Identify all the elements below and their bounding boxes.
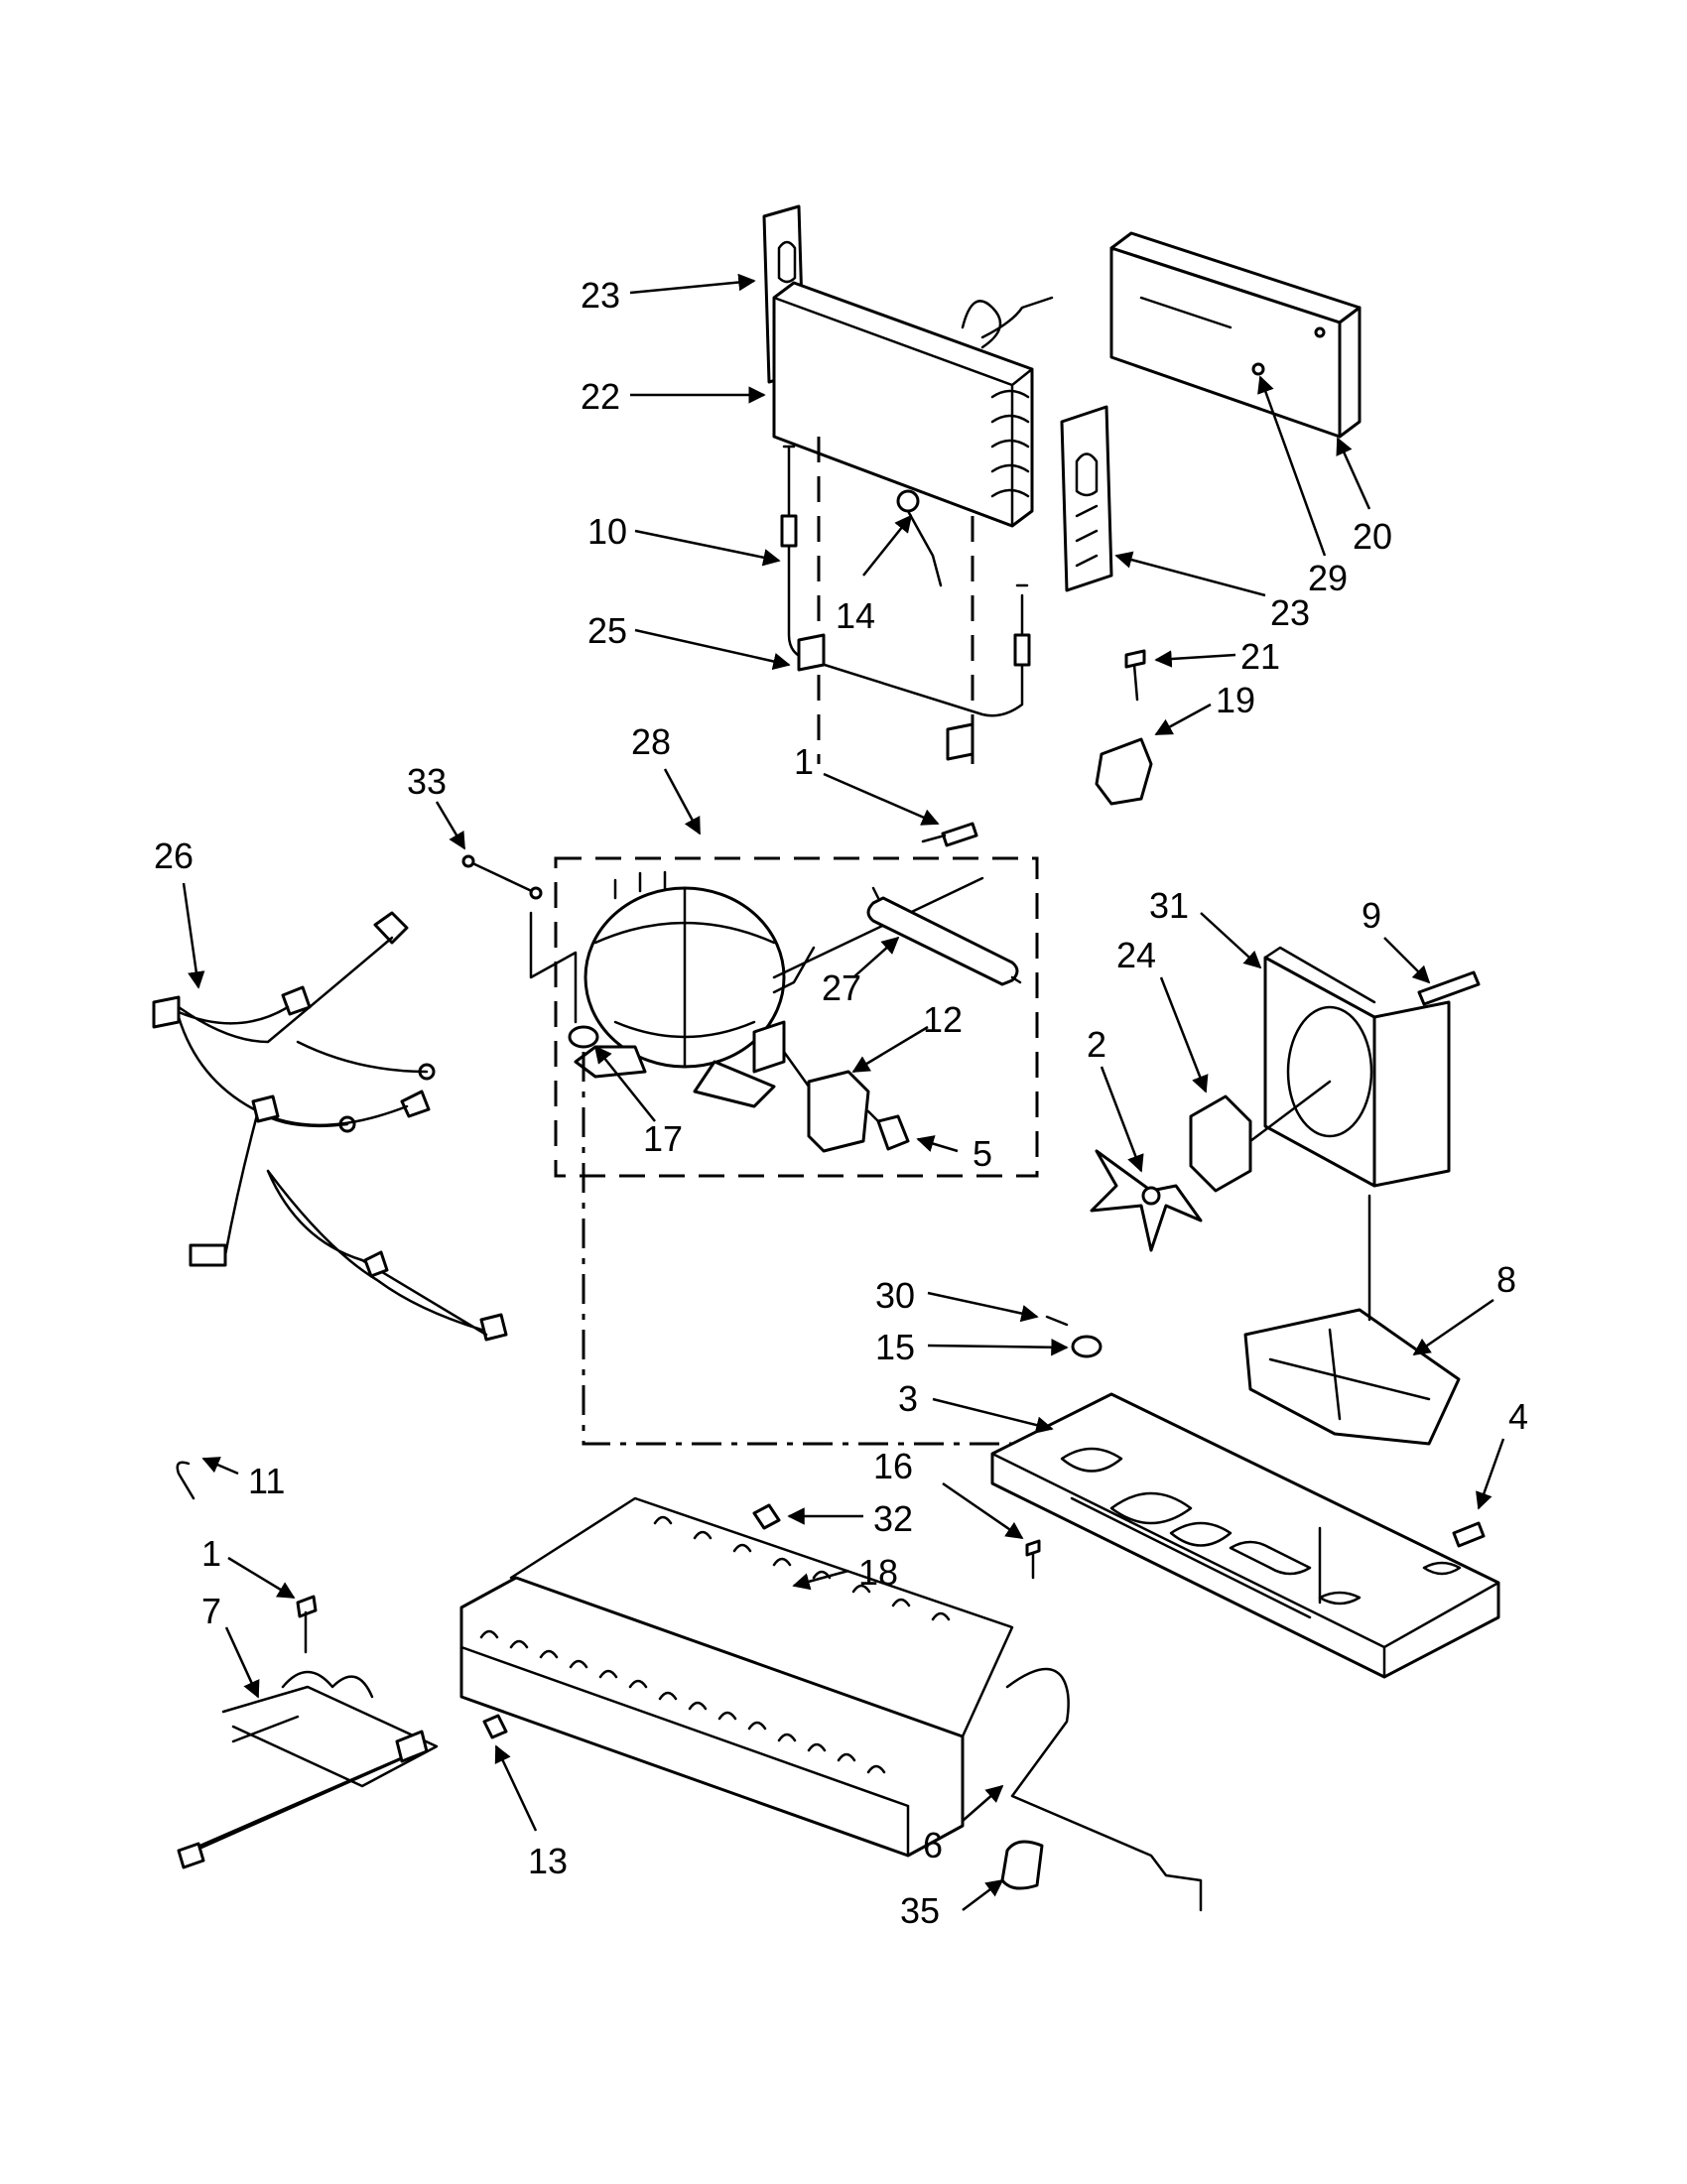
heater-bracket xyxy=(797,633,826,672)
evaporator-assembly xyxy=(762,204,1054,764)
duct-cover-assembly xyxy=(1060,231,1362,806)
callout-2: 2 xyxy=(1087,1024,1106,1065)
evaporator-bracket-right xyxy=(1060,405,1113,592)
evaporator-coil xyxy=(772,281,1034,528)
callout-9: 9 xyxy=(1362,895,1381,936)
callout-labels: 23 22 10 14 25 20 29 23 21 19 28 1 33 26… xyxy=(154,275,1528,1931)
callout-22: 22 xyxy=(581,376,620,417)
callout-33: 33 xyxy=(407,761,447,802)
start-relay xyxy=(807,1070,870,1153)
callout-18: 18 xyxy=(858,1552,898,1593)
callout-17: 17 xyxy=(643,1118,683,1159)
grommet xyxy=(568,1025,599,1049)
callout-13: 13 xyxy=(528,1841,568,1881)
shroud-screw xyxy=(1417,970,1481,1006)
drain-tube xyxy=(1005,1667,1203,1912)
callout-8: 8 xyxy=(1496,1259,1516,1300)
wire-connector xyxy=(466,859,538,895)
harness-plug-top xyxy=(373,911,409,945)
callout-1-top: 1 xyxy=(794,741,814,782)
callout-4: 4 xyxy=(1508,1396,1528,1437)
harness-plug-left xyxy=(152,995,181,1029)
callout-31: 31 xyxy=(1149,885,1189,926)
condenser-bracket xyxy=(1243,1308,1461,1446)
base-screw-left xyxy=(1025,1539,1041,1557)
drier xyxy=(866,896,1019,986)
callout-20: 20 xyxy=(1353,516,1392,557)
harness-plug-bottom xyxy=(189,1243,227,1267)
callout-10: 10 xyxy=(587,511,627,552)
callout-27: 27 xyxy=(822,967,861,1008)
base-pan-plate xyxy=(990,1392,1500,1679)
callout-23-top: 23 xyxy=(581,275,620,316)
callout-15: 15 xyxy=(875,1327,915,1367)
wire-harness xyxy=(152,911,508,1342)
callout-29: 29 xyxy=(1308,558,1348,598)
callout-28: 28 xyxy=(631,721,671,762)
callout-30: 30 xyxy=(875,1275,915,1316)
callout-21: 21 xyxy=(1240,636,1280,677)
condenser-heater-loop xyxy=(177,1670,439,1869)
tube-clip xyxy=(752,1503,781,1530)
callout-14: 14 xyxy=(836,595,875,636)
fan-motor xyxy=(1189,1094,1252,1193)
screw-bottom xyxy=(296,1595,318,1618)
callout-5: 5 xyxy=(973,1133,992,1174)
callout-32: 32 xyxy=(873,1498,913,1539)
callout-35: 35 xyxy=(900,1890,940,1931)
overload-protector xyxy=(876,1114,910,1151)
wire-clip xyxy=(176,1461,195,1500)
condenser-coil-body xyxy=(459,1576,965,1858)
callout-1-bottom: 1 xyxy=(201,1533,221,1574)
callout-7: 7 xyxy=(201,1591,221,1631)
callout-arrows xyxy=(182,273,1505,1911)
callout-11: 11 xyxy=(248,1461,285,1501)
callout-23-right: 23 xyxy=(1270,592,1310,633)
coil-clip xyxy=(482,1714,508,1739)
callout-26: 26 xyxy=(154,835,194,876)
condenser-coil xyxy=(459,1496,1014,1858)
callout-25: 25 xyxy=(587,610,627,651)
cover-screw xyxy=(1251,362,1265,376)
screw-top xyxy=(941,822,978,847)
compressor-kit-boundary xyxy=(554,856,1039,1178)
mounting-bracket xyxy=(1095,737,1153,806)
tube-insulation xyxy=(1000,1840,1044,1890)
callout-6: 6 xyxy=(923,1825,943,1865)
callout-24: 24 xyxy=(1116,935,1156,975)
defrost-heater xyxy=(787,445,1024,717)
base-grommet xyxy=(1071,1335,1103,1358)
base-screw-right xyxy=(1452,1521,1486,1548)
screw xyxy=(1124,649,1146,669)
callout-19: 19 xyxy=(1216,680,1255,720)
base-pan xyxy=(990,1315,1500,1679)
callout-12: 12 xyxy=(923,999,963,1040)
defrost-thermostat xyxy=(896,489,920,513)
compressor-group xyxy=(461,822,1022,1153)
callout-16: 16 xyxy=(873,1446,913,1486)
callout-3: 3 xyxy=(898,1378,918,1419)
condenser-fan-group xyxy=(1090,946,1481,1252)
